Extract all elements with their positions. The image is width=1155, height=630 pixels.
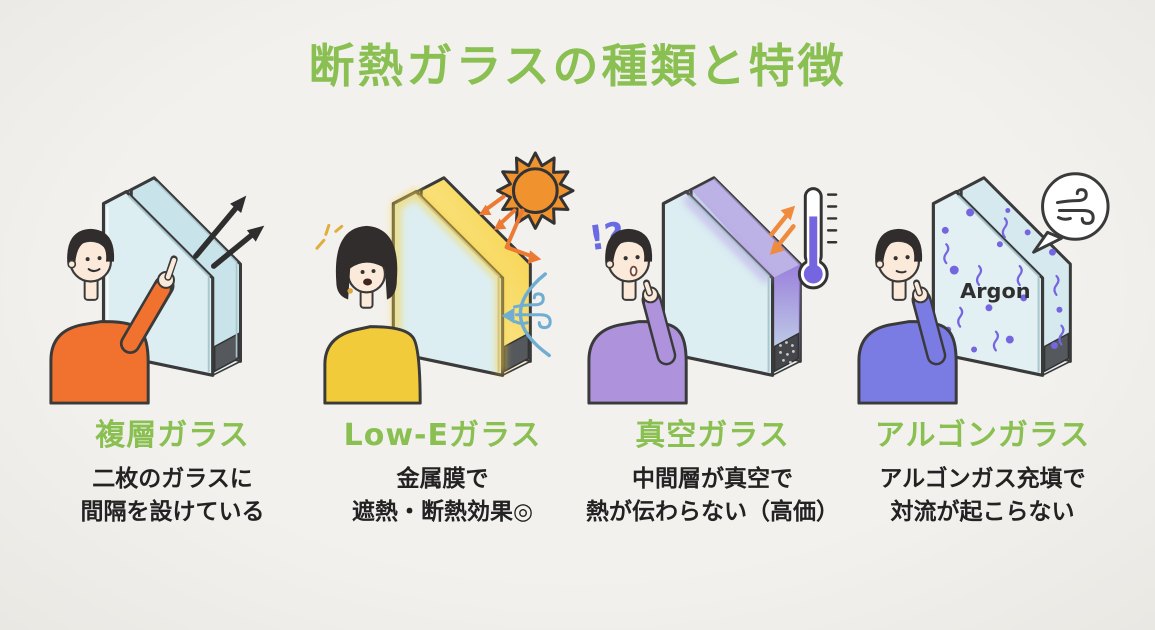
speech-bubble-wind-icon — [1031, 172, 1110, 254]
vacuum-glass-illustration: !? — [586, 176, 837, 405]
panel-desc-multilayer: 二枚のガラスに 間隔を設けている — [80, 466, 265, 525]
argon-label: Argon — [960, 279, 1030, 303]
page-title: 断熱ガラスの種類と特徴 — [308, 39, 847, 93]
argon-glass-illustration: Argon — [856, 172, 1110, 405]
panel-name-argon: アルゴンガラス — [874, 418, 1091, 453]
lowe-film-glow — [391, 188, 505, 374]
panel-desc-lowe: 金属膜で 遮熱・断熱効果◎ — [351, 466, 534, 525]
panel-desc-argon: アルゴンガス充填で 対流が起こらない — [879, 466, 1086, 525]
thermometer-icon — [797, 187, 837, 290]
wind-blocked-icon — [501, 272, 552, 358]
bottom-spacer — [773, 332, 799, 373]
heat-flow-arrows-icon — [192, 195, 264, 269]
panel-lowe-glass: Low-Eガラス 金属膜で 遮熱・断熱効果◎ — [309, 148, 577, 528]
sun-icon — [495, 151, 575, 230]
earring — [346, 288, 353, 294]
getter-dots — [778, 341, 795, 364]
bottom-spacer — [213, 332, 239, 373]
person-pointing — [48, 228, 178, 405]
vacuum-window — [661, 176, 802, 377]
panel-argon-glass: Argon — [849, 148, 1117, 528]
sparkle-icon — [314, 223, 343, 250]
person-smiling — [314, 223, 422, 405]
panel-desc-vacuum: 中間層が真空で 熱が伝わらない（高価） — [586, 466, 839, 525]
panel-name-multilayer: 複層ガラス — [95, 418, 250, 453]
multilayer-glass-illustration — [48, 176, 264, 405]
lowe-glass-illustration — [314, 151, 575, 405]
person-surprised: !? — [586, 215, 688, 405]
panel-name-lowe: Low-Eガラス — [343, 418, 542, 453]
heat-exchange-arrows-icon — [768, 205, 796, 255]
panel-name-vacuum: 真空ガラス — [635, 418, 790, 453]
person-thinking — [856, 228, 958, 405]
sun-ray-arrows-icon — [478, 194, 541, 264]
panel-multilayer-glass: 複層ガラス 二枚のガラスに 間隔を設けている — [39, 148, 307, 528]
panel-vacuum-glass: !? 真空ガラス 中間層が真空で — [579, 148, 847, 528]
panels-row: 複層ガラス 二枚のガラスに 間隔を設けている — [0, 148, 1155, 528]
